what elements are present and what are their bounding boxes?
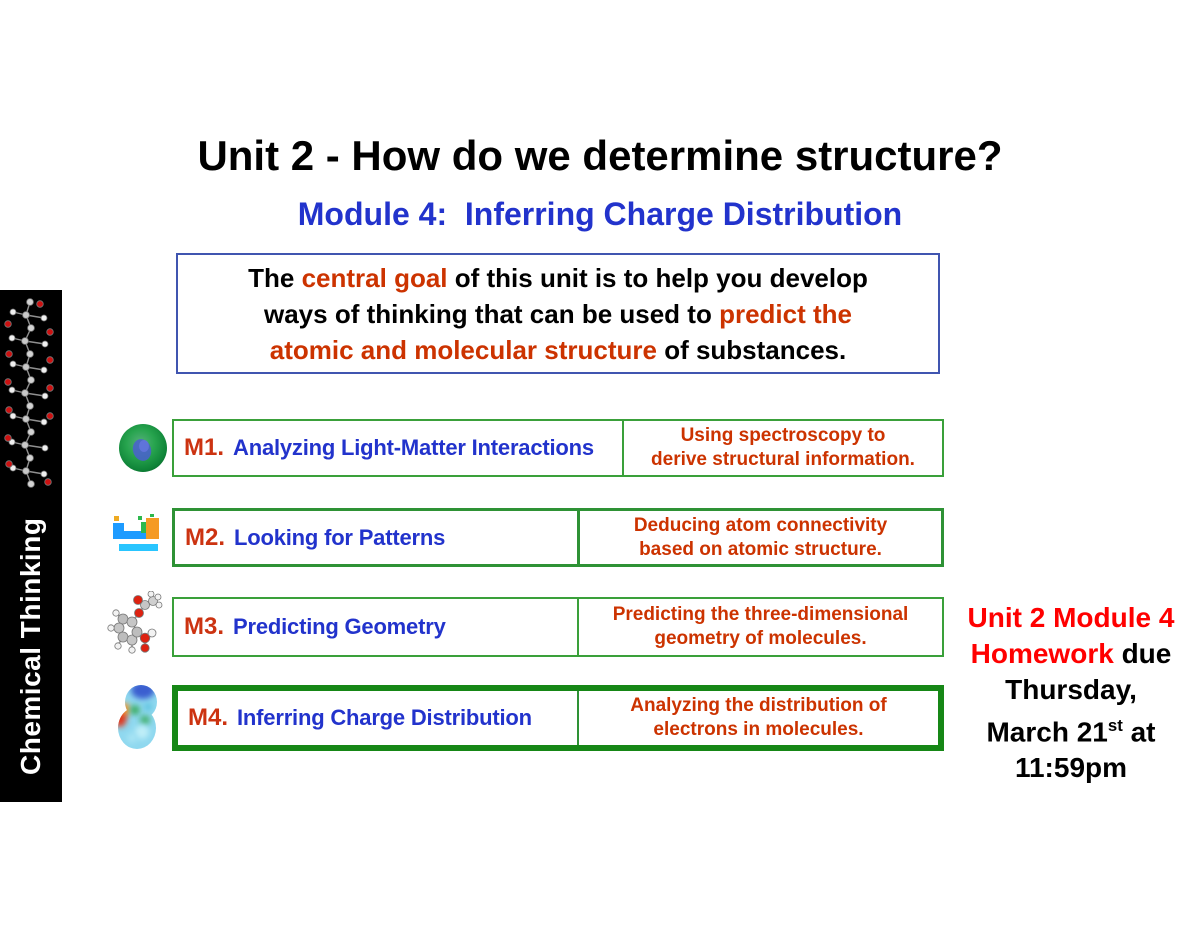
module-m4-name-cell: M4. Inferring Charge Distribution xyxy=(178,691,577,745)
module-m4-desc-line2: electrons in molecules. xyxy=(653,719,864,740)
homework-highlight: Homework xyxy=(970,638,1114,669)
goal-text: of this unit is to help you develop xyxy=(447,262,868,293)
goal-line-2: ways of thinking that can be used to pre… xyxy=(178,296,938,332)
module-m2-name-cell: M2. Looking for Patterns xyxy=(175,511,577,564)
module-m4-desc-cell: Analyzing the distribution of electrons … xyxy=(577,691,938,745)
electron-density-sphere-icon xyxy=(119,424,167,472)
homework-line-5: 11:59pm xyxy=(1014,752,1128,784)
module-m2-desc-line1: Deducing atom connectivity xyxy=(633,514,888,536)
polymer-molecule-icon xyxy=(0,294,62,494)
goal-text: ways of thinking that can be used to xyxy=(264,298,720,329)
module-m3-name-cell: M3. Predicting Geometry xyxy=(174,599,577,655)
module-row-m3: M3. Predicting Geometry Predicting the t… xyxy=(172,597,944,657)
module-m3-name: Predicting Geometry xyxy=(233,614,446,639)
ball-and-stick-molecule-icon xyxy=(107,591,163,654)
module-m1-name-cell: M1. Analyzing Light-Matter Interactions xyxy=(174,421,622,475)
module-m1-desc-line1: Using spectroscopy to xyxy=(680,425,886,446)
homework-line-4: March 21st at xyxy=(946,708,1196,750)
module-m3-desc-line1: Predicting the three-dimensional xyxy=(612,604,909,625)
homework-line-1: Unit 2 Module 4 xyxy=(946,600,1196,636)
page-title: Unit 2 - How do we determine structure? xyxy=(197,132,1003,179)
module-m1-desc-line2: derive structural information. xyxy=(651,449,915,470)
module-row-m4-highlighted: M4. Inferring Charge Distribution Analyz… xyxy=(172,685,944,751)
module-row-m2: M2. Looking for Patterns Deducing atom c… xyxy=(172,508,944,567)
homework-line-3: Thursday, xyxy=(1005,674,1137,705)
goal-line-1: The central goal of this unit is to help… xyxy=(178,260,938,296)
goal-text-highlight: central goal xyxy=(301,262,448,293)
module-m1-name: Analyzing Light-Matter Interactions xyxy=(233,435,594,460)
homework-text: March 21 xyxy=(986,716,1108,748)
goal-text: of substances. xyxy=(656,334,847,365)
module-m2-desc-line2: based on atomic structure. xyxy=(639,538,882,560)
module-subtitle: Module 4: Inferring Charge Distribution xyxy=(297,196,903,232)
ordinal-suffix: st xyxy=(1107,716,1123,735)
homework-line-2: Homework due xyxy=(946,636,1196,672)
module-m1-code: M1. xyxy=(184,434,225,461)
goal-text: The xyxy=(248,262,302,293)
goal-text-highlight: atomic and molecular structure xyxy=(269,334,657,365)
goal-text-highlight: predict the xyxy=(719,298,852,329)
homework-highlight: Unit 2 Module 4 xyxy=(967,602,1175,633)
central-goal-box: The central goal of this unit is to help… xyxy=(176,253,940,374)
homework-text: at xyxy=(1122,716,1156,748)
module-m2-name: Looking for Patterns xyxy=(234,524,446,550)
module-m3-code: M3. xyxy=(184,613,225,640)
homework-note: Unit 2 Module 4 Homework due Thursday, M… xyxy=(946,600,1196,786)
sidebar-brand: Chemical Thinking xyxy=(15,517,46,775)
goal-line-3: atomic and molecular structure of substa… xyxy=(178,332,938,368)
homework-text: due xyxy=(1113,638,1172,669)
module-m2-desc-cell: Deducing atom connectivity based on atom… xyxy=(577,511,941,564)
module-m3-desc-cell: Predicting the three-dimensional geometr… xyxy=(577,599,942,655)
module-m4-desc-line1: Analyzing the distribution of xyxy=(630,695,887,716)
module-m4-name: Inferring Charge Distribution xyxy=(237,705,532,730)
sidebar: Chemical Thinking xyxy=(0,290,62,802)
module-m4-code: M4. xyxy=(188,704,229,731)
electrostatic-potential-map-icon xyxy=(118,685,157,749)
module-m1-desc-cell: Using spectroscopy to derive structural … xyxy=(622,421,942,475)
module-m2-code: M2. xyxy=(185,523,226,551)
module-m3-desc-line2: geometry of molecules. xyxy=(654,628,867,649)
module-row-m1: M1. Analyzing Light-Matter Interactions … xyxy=(172,419,944,477)
periodic-table-icon xyxy=(113,514,159,551)
